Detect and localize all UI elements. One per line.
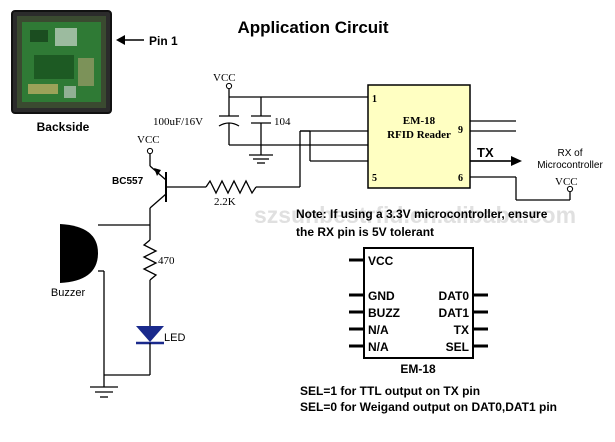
pinout-left-1: BUZZ [368,306,400,320]
buzzer-label: Buzzer [51,287,86,299]
watermark-text: szsunbestrfid.en.alibaba.com [254,202,576,228]
pin1-arrow-icon [116,35,144,45]
vcc-right-wire [515,177,571,201]
pinout-left-2: N/A [368,323,389,337]
base-resistor [205,130,368,195]
module-photo [11,10,112,114]
pinout-right-3: SEL [446,340,469,354]
vcc-terminal-left-icon [146,147,154,155]
ground-icon-top [249,145,273,164]
pinout-right-1: DAT1 [439,306,470,320]
pinout-vcc: VCC [368,254,394,268]
reader-pin-1: 1 [372,94,377,105]
vcc-terminal-right-icon [566,185,574,193]
led-label: LED [164,332,185,344]
pinout-chip-name: EM-18 [400,362,436,376]
vcc-label-top: VCC [213,72,236,84]
pinout-chip [349,247,488,359]
footer-line-1: SEL=1 for TTL output on TX pin [300,384,480,398]
pin1-label: Pin 1 [149,34,178,48]
transistor-label: BC557 [112,176,144,187]
pinout-right-0: DAT0 [439,289,470,303]
page-title: Application Circuit [237,18,388,37]
reader-subname: RFID Reader [387,129,451,141]
reader-pin-5: 5 [372,173,377,184]
led-resistor-label: 470 [158,255,175,267]
pinout-left-0: GND [368,289,395,303]
led-resistor [142,225,158,326]
capacitor-1-label: 100uF/16V [153,116,203,128]
rx-label-line1: RX of [557,148,582,159]
ground-icon-bottom [90,374,150,398]
rfid-reader-chip [310,84,516,189]
buzzer-symbol [60,224,150,375]
tx-arrow-icon [470,156,522,166]
tx-signal-label: TX [477,145,494,160]
base-resistor-label: 2.2K [214,196,236,208]
capacitor-2-label: 104 [274,116,291,128]
note-line-2: the RX pin is 5V tolerant [296,225,434,239]
reader-name: EM-18 [403,115,436,127]
vcc-terminal-icon [225,82,233,90]
transistor-symbol [149,154,206,225]
pinout-right-2: TX [454,323,469,337]
reader-pin-9: 9 [458,125,463,136]
vcc-label-left: VCC [137,134,160,146]
led-symbol [136,326,164,375]
note-line-1: Note: If using a 3.3V microcontroller, e… [296,207,548,221]
reader-pin-6: 6 [458,173,463,184]
capacitor-network [218,89,368,146]
module-photo-caption: Backside [37,120,90,134]
footer-line-2: SEL=0 for Weigand output on DAT0,DAT1 pi… [300,400,557,414]
rx-label-line2: Microcontroller [537,160,603,171]
vcc-label-right: VCC [555,176,578,188]
pinout-left-3: N/A [368,340,389,354]
